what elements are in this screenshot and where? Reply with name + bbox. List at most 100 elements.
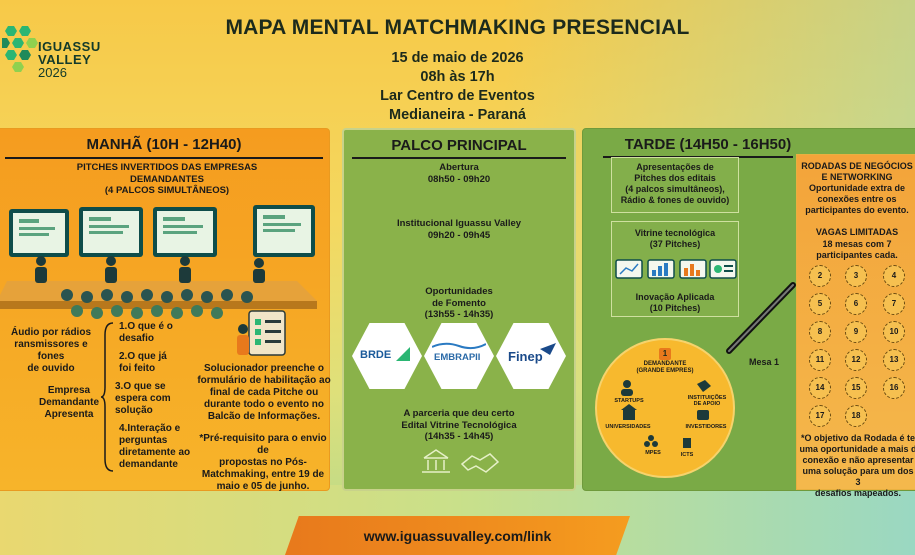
event-date: 15 de maio de 2026 [391, 50, 524, 66]
step-2: 2.O que já foi feito [119, 351, 199, 375]
chart-icons [615, 259, 737, 279]
footer-link[interactable]: www.iguassuvalley.com/link [363, 528, 552, 544]
finep-text: Finep [508, 349, 543, 364]
manha-title: MANHÃ (10H - 12H40) [86, 136, 242, 153]
demandante-line-2: (GRANDE EMPRES) [636, 368, 694, 374]
rod-note-line-4: uma solução para um dos 3 [802, 466, 914, 487]
table-11: 11 [809, 349, 831, 371]
solucionador-line-2: formulário de habilitação ao [197, 375, 331, 386]
rod-note-line-2: uma oportunidade a mais d [799, 444, 915, 454]
abertura: Abertura 08h50 - 09h20 [344, 162, 574, 185]
network-circle: 1 DEMANDANTE (GRANDE EMPRES) STARTUPS IN… [595, 338, 735, 478]
rod-desc-line-3: participantes do evento. [805, 205, 909, 215]
table-5: 5 [809, 293, 831, 315]
step-2-line-2: foi feito [119, 363, 156, 374]
vagas-desc-line-1: 18 mesas com 7 [822, 239, 892, 249]
brde-logo: BRDE [352, 323, 422, 389]
prereq-line-1: *Pré-requisito para o envio de [199, 433, 327, 456]
solucionador-text: Solucionador preenche o formulário de ha… [195, 363, 333, 423]
step-1-line-1: 1.O que é o [119, 321, 173, 332]
parceria-line-2: Edital Vitrine Tecnológica [401, 419, 517, 431]
rodadas-line-2: E NETWORKING [821, 172, 893, 182]
vagas-desc-line-2: participantes cada. [816, 250, 898, 260]
audio-info: Áudio por rádios ransmissores e fones de… [3, 327, 99, 375]
table-17: 17 [809, 405, 831, 427]
table-10: 10 [883, 321, 905, 343]
step-3-line-1: 3.O que se [115, 381, 166, 392]
audio-line-1: Áudio por rádios [11, 327, 91, 338]
vitrine-text: Vitrine tecnológica (37 Pitches) [612, 228, 738, 250]
rod-note-line-3: conexão e não apresentar [802, 455, 914, 465]
step-4: 4.Interação e perguntas diretamente ao d… [119, 423, 199, 471]
apresentacoes-box: Apresentações de Pitches dos editais (4 … [611, 157, 739, 213]
node-icts: ICTS [680, 452, 694, 458]
table-4: 4 [883, 265, 905, 287]
brand-line-1: IGUASSU [38, 39, 101, 54]
brand-line-3: 2026 [38, 65, 67, 80]
oport-line-1: Oportunidades [425, 286, 493, 297]
partnership-icons [422, 449, 500, 473]
inov-line-2: (10 Pitches) [649, 303, 701, 313]
step-4-line-1: 4.Interação e [119, 423, 181, 434]
abertura-label: Abertura [439, 162, 479, 173]
hexagon-logo-icon [2, 26, 38, 72]
step-3-line-3: solução [115, 405, 153, 416]
demandante-label: DEMANDANTE (GRANDE EMPRES) [617, 361, 713, 375]
node-investidores: INVESTIDORES [685, 424, 727, 430]
pitch-stage-illustration [0, 205, 317, 319]
oport-line-2: de Fomento [432, 297, 486, 309]
empresa-line-3: Apresenta [44, 409, 94, 420]
vitrine-line-1: Vitrine tecnológica [634, 228, 716, 238]
step-4-line-4: demandante [119, 459, 178, 470]
prerequisite-note: *Pré-requisito para o envio de propostas… [193, 433, 333, 493]
palco-divider [352, 157, 566, 159]
table-3: 3 [845, 265, 867, 287]
solucionador-line-3: final de cada Pitche ou [209, 387, 319, 398]
event-time: 08h às 17h [420, 69, 495, 85]
event-venue: Lar Centro de Eventos [380, 88, 535, 104]
prereq-line-4: maio e 05 de junho. [216, 481, 310, 492]
node-instituicoes: INSTITUIÇÕES DE APOIO [687, 395, 727, 407]
manha-subtitle: PITCHES INVERTIDOS DAS EMPRESAS DEMANDAN… [27, 162, 307, 197]
audio-line-3: de ouvido [27, 363, 75, 374]
embrapii-wave-icon [432, 342, 486, 350]
table-8: 8 [809, 321, 831, 343]
panel-palco-principal: PALCO PRINCIPAL Abertura 08h50 - 09h20 I… [342, 128, 576, 491]
solucionador-line-1: Solucionador preenche o [203, 363, 325, 374]
oportunidades-fomento: Oportunidades de Fomento (13h55 - 14h35) [344, 286, 574, 321]
prereq-line-3: Matchmaking, entre 19 de [201, 469, 325, 480]
brand-line-2: VALLEY [38, 52, 92, 67]
embrapii-text: EMBRAPII [434, 352, 481, 363]
apresentacoes-text: Apresentações de Pitches dos editais (4 … [612, 162, 738, 206]
table-6: 6 [845, 293, 867, 315]
rodadas-description: Oportunidade extra de conexões entre os … [797, 183, 915, 216]
vitrine-line-2: (37 Pitches) [649, 239, 701, 249]
form-checklist-icon [237, 310, 286, 356]
rodada-note: *O objetivo da Rodada é te uma oportunid… [799, 433, 915, 499]
rodadas-title: RODADAS DE NEGÓCIOS E NETWORKING [797, 161, 915, 183]
table-18: 18 [845, 405, 867, 427]
parceria-time: (14h35 - 14h45) [424, 431, 494, 442]
event-info: 15 de maio de 2026 08h às 17h Lar Centro… [300, 49, 615, 125]
panel-manha: MANHÃ (10H - 12H40) PITCHES INVERTIDOS D… [0, 128, 333, 493]
inovacao-text: Inovação Aplicada (10 Pitches) [612, 292, 738, 314]
empresa-apresenta: Empresa Demandante Apresenta [29, 385, 109, 421]
palco-title: PALCO PRINCIPAL [391, 137, 527, 154]
demandante-line-1: DEMANDANTE [643, 361, 687, 367]
institution-icon [422, 449, 450, 473]
step-4-line-2: perguntas [119, 435, 168, 446]
table-13: 13 [883, 349, 905, 371]
solucionador-line-5: Balcão de Informações. [207, 411, 321, 422]
prereq-line-2: propostas no Pós- [219, 457, 307, 468]
table-7: 7 [883, 293, 905, 315]
step-3-line-2: espera com [115, 393, 171, 404]
brand-logo: IGUASSU VALLEY 2026 [2, 20, 122, 84]
manha-divider [5, 157, 323, 159]
rodadas-box: RODADAS DE NEGÓCIOS E NETWORKING Oportun… [796, 154, 915, 498]
magnifier-icon [726, 282, 796, 354]
network-icons [621, 380, 711, 448]
event-city: Medianeira - Paraná [389, 107, 526, 123]
table-14: 14 [809, 377, 831, 399]
rod-note-line-1: *O objetivo da Rodada é te [800, 433, 915, 443]
institucional: Institucional Iguassu Valley 09h20 - 09h… [344, 218, 574, 241]
